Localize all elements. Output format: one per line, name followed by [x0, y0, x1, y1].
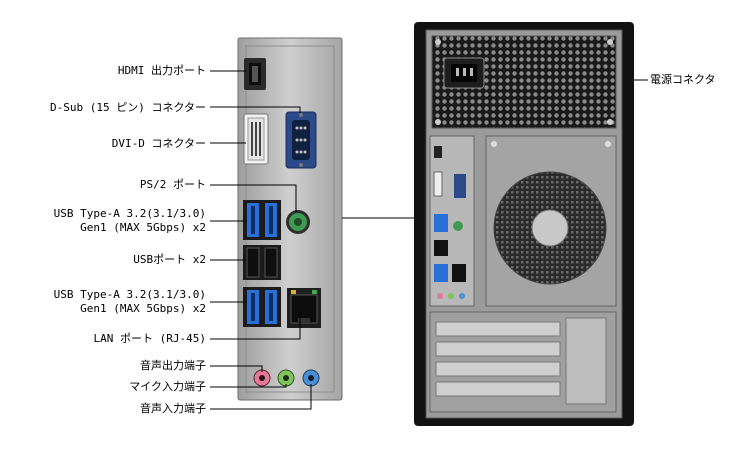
expansion-slots-icon — [429, 311, 617, 413]
dvi-port — [243, 113, 269, 165]
label-usb-a-bottom-2: Gen1 (MAX 5Gbps) x2 — [80, 302, 206, 315]
label-usb2: USBポート x2 — [133, 253, 206, 266]
power-supply-icon — [431, 35, 617, 129]
label-dsub: D-Sub (15 ピン) コネクター — [49, 101, 206, 114]
label-usb-a-bottom-1: USB Type-A 3.2(3.1/3.0) — [53, 288, 206, 301]
hdmi-port — [244, 58, 266, 90]
label-mic: マイク入力端子 — [129, 380, 206, 393]
label-power: 電源コネクタ — [650, 73, 716, 86]
dsub-port — [285, 111, 317, 169]
usb-a-bottom-ports — [243, 287, 281, 327]
label-lan: LAN ポート (RJ-45) — [93, 332, 206, 345]
usb2-ports — [243, 245, 281, 280]
lan-port — [287, 288, 321, 328]
label-usb-a-top-1: USB Type-A 3.2(3.1/3.0) — [53, 207, 206, 220]
io-shield-closeup — [237, 37, 343, 401]
label-dvi: DVI-D コネクター — [111, 137, 206, 150]
label-audio-out: 音声出力端子 — [140, 359, 206, 372]
label-hdmi: HDMI 出力ポート — [117, 64, 206, 77]
audio-jacks — [253, 369, 320, 387]
label-ps2: PS/2 ポート — [139, 178, 206, 191]
ps2-port — [286, 210, 310, 234]
label-usb-a-top-2: Gen1 (MAX 5Gbps) x2 — [80, 221, 206, 234]
fan-grill-icon — [485, 135, 617, 307]
motherboard-io — [429, 135, 475, 307]
tower-rear — [414, 22, 634, 426]
label-audio-in: 音声入力端子 — [140, 402, 206, 415]
usb-a-top-ports — [243, 200, 281, 240]
